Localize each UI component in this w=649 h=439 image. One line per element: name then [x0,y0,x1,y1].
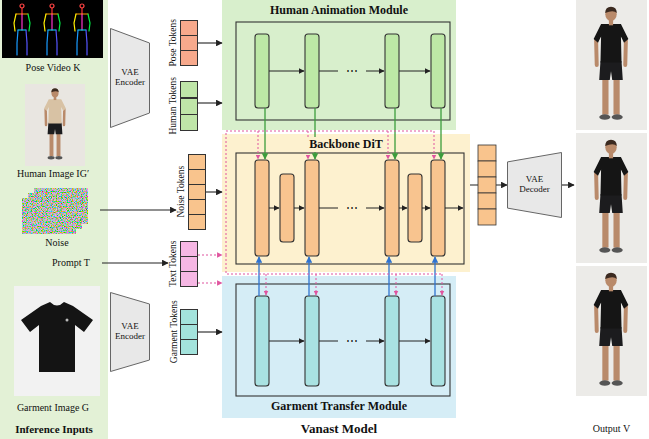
connector-arrow [198,42,222,43]
label-holder: ⋯ [338,200,366,216]
label-holder: ⋯ [338,333,366,349]
input-caption: Pose Video K [26,62,81,74]
connector-arrow [198,254,222,255]
input-caption: Noise [45,237,68,249]
vae-encoder: VAE Encoder [110,28,150,128]
garment-art [14,286,100,396]
connector-arrow [206,191,222,192]
animation-feature-arrows [265,108,441,159]
block-label: VAE Decoder [517,175,553,195]
token-cell [180,35,198,51]
module-panel: Human Animation Module [222,0,456,130]
input-item: Noise [14,186,100,250]
label-holder: Vanast Model [279,421,399,437]
token-cell [188,199,206,215]
connector-arrow [198,331,222,332]
input-caption: Prompt T [52,257,90,269]
token-cell [188,214,206,230]
internal-arrows [269,71,463,341]
token-cell [188,184,206,200]
vae-decoder: VAE Decoder [507,152,562,218]
module-title: Garment Transfer Module [268,399,410,414]
block-label: VAE Encoder [113,68,147,88]
output-frames-art [576,0,647,396]
token-label: Noise Tokens [177,166,187,218]
text-condition-lines [226,131,442,295]
input-caption: Human Image IG′ [17,168,89,180]
token-cell [180,271,198,287]
pose-video-art [2,0,103,58]
token-cell [180,98,198,115]
token-stack: Text Tokens [168,238,198,290]
input-item: Pose Video K [2,0,104,76]
token-cell [180,324,198,340]
output-video: Output V [574,0,649,439]
token-cell [188,154,206,170]
token-label: Human Tokens [169,77,179,134]
module-title: Backbone DiT [306,137,386,152]
block-label: VAE Encoder [113,322,147,342]
vae-encoder: VAE Encoder [110,292,150,372]
garment-feature-arrows [259,257,435,296]
panel-grounds [0,0,470,439]
ellipsis-mark: ⋯ [346,335,358,347]
token-cell [180,20,198,36]
token-cell [180,50,198,66]
connector-arrow [562,184,574,185]
module-title: Human Animation Module [267,3,411,18]
token-stack: Pose Tokens [168,14,198,72]
token-cell [180,256,198,272]
human-image-art [25,84,85,166]
module-panel: Garment Transfer Module [222,276,456,418]
connector-arrow [102,262,168,263]
connector-arrow [198,282,222,283]
token-cell [188,169,206,185]
noise-art [22,188,88,234]
label-holder: ⋯ [338,63,366,79]
token-label: Pose Tokens [169,19,179,66]
token-cell [180,339,198,355]
input-item: Garment Image G [2,282,104,416]
input-caption: Garment Image G [17,402,89,414]
ellipsis-mark: ⋯ [346,65,358,77]
model-name: Vanast Model [301,422,377,436]
token-cell [180,81,198,98]
ellipsis-mark: ⋯ [346,202,358,214]
output-caption: Output V [593,423,630,435]
connector-arrow [100,209,176,210]
token-cell [180,241,198,257]
token-cell [180,114,198,131]
token-label: Text Tokens [169,241,179,287]
connector-arrow [198,102,222,103]
token-stack: Human Tokens [168,76,198,136]
prompt-input: Prompt T [40,255,102,271]
token-cell [180,309,198,325]
input-panel: Inference Inputs Pose Video K Human Image … [0,0,108,439]
token-stack: Garment Tokens [168,296,198,368]
input-item: Human Image IG′ [2,82,104,182]
module-internals [236,22,464,396]
token-label: Garment Tokens [169,301,179,364]
token-stack: Noise Tokens [176,150,206,234]
panel-title: Inference Inputs [15,423,93,435]
